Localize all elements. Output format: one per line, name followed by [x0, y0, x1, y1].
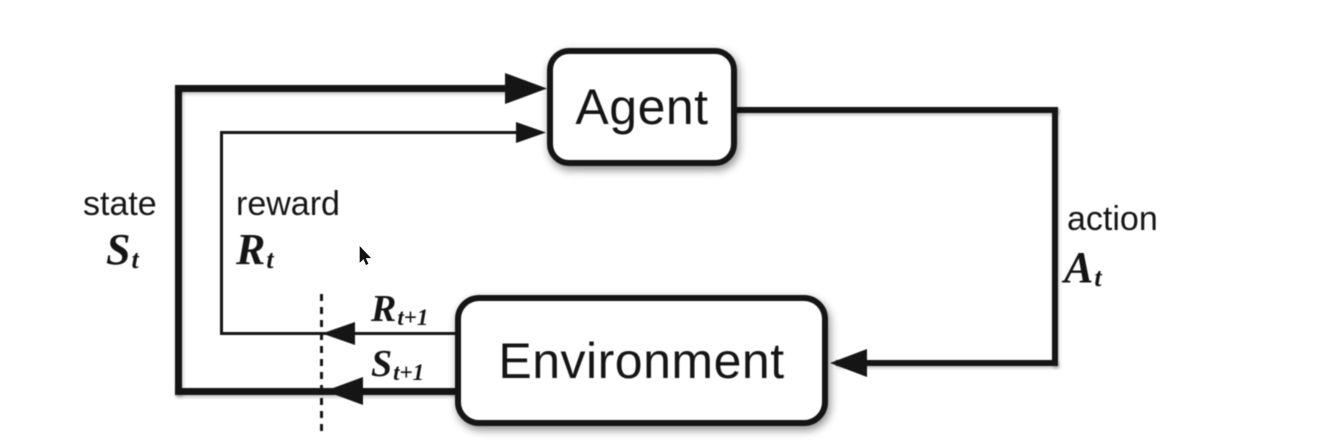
agent-label: Agent: [575, 79, 709, 135]
reward-arrowhead-at-boundary-icon: [322, 322, 355, 345]
state-label: state: [83, 185, 157, 223]
state-arrowhead-into-agent-icon: [505, 73, 547, 104]
reward-arrowhead-into-agent-icon: [516, 122, 546, 143]
reward-symbol: Rt: [236, 225, 274, 275]
environment-label: Environment: [498, 332, 785, 389]
state-line-vertical: [175, 85, 182, 395]
reward-line-top: [220, 131, 520, 134]
next-reward-symbol: Rt+1: [371, 288, 429, 331]
state-symbol: St: [106, 225, 139, 275]
reward-label: reward: [236, 185, 340, 223]
action-arrowhead-into-environment-icon: [830, 349, 867, 377]
time-boundary-dashed-line: [320, 294, 323, 432]
state-arrowhead-at-boundary-icon: [325, 377, 363, 405]
action-line-top: [730, 107, 1058, 113]
agent-box: Agent: [547, 48, 737, 166]
next-state-symbol: St+1: [371, 343, 425, 386]
environment-box: Environment: [455, 295, 828, 426]
action-symbol: At: [1064, 243, 1102, 293]
state-line-top: [175, 85, 512, 92]
reward-line-vertical: [220, 131, 223, 335]
mouse-pointer-icon: [359, 246, 372, 266]
state-line-bottom: [175, 388, 457, 395]
action-label: action: [1067, 200, 1158, 238]
action-line-vertical: [1052, 107, 1058, 366]
action-line-bottom: [836, 360, 1058, 366]
